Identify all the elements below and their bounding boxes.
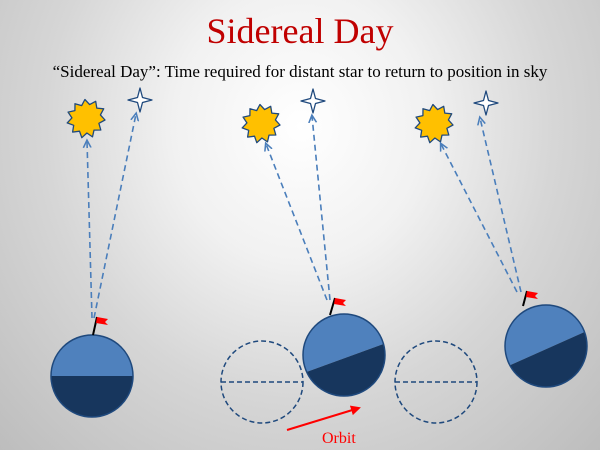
slide-subtitle: “Sidereal Day”: Time required for distan… (52, 62, 548, 81)
earth-icon (50, 334, 134, 418)
distant-star-icon (127, 87, 153, 113)
previous-earth-outline (220, 340, 304, 424)
orbit-label: Orbit (322, 430, 356, 447)
earth-position-3 (414, 90, 588, 388)
orbit-arrow-icon (286, 405, 361, 431)
next-earth-outline (394, 340, 478, 424)
sightline-to-sun (441, 144, 518, 293)
sun-icon (414, 103, 454, 144)
earth-icon (302, 313, 386, 397)
flag-icon (92, 316, 108, 336)
distant-star-icon (300, 88, 326, 114)
sightline-to-star (480, 118, 522, 293)
earth-icon (504, 304, 588, 388)
sightline-to-star (93, 114, 136, 319)
sun-icon (241, 103, 281, 144)
distant-star-icon (473, 90, 499, 116)
sightline-to-sun (266, 144, 328, 301)
flag-icon (522, 290, 538, 307)
flag-icon (329, 297, 346, 316)
slide-title: Sidereal Day (206, 11, 394, 51)
sightline-to-sun (87, 141, 93, 319)
sightline-to-star (312, 116, 331, 301)
sun-icon (66, 98, 106, 139)
earth-position-1 (50, 87, 153, 418)
